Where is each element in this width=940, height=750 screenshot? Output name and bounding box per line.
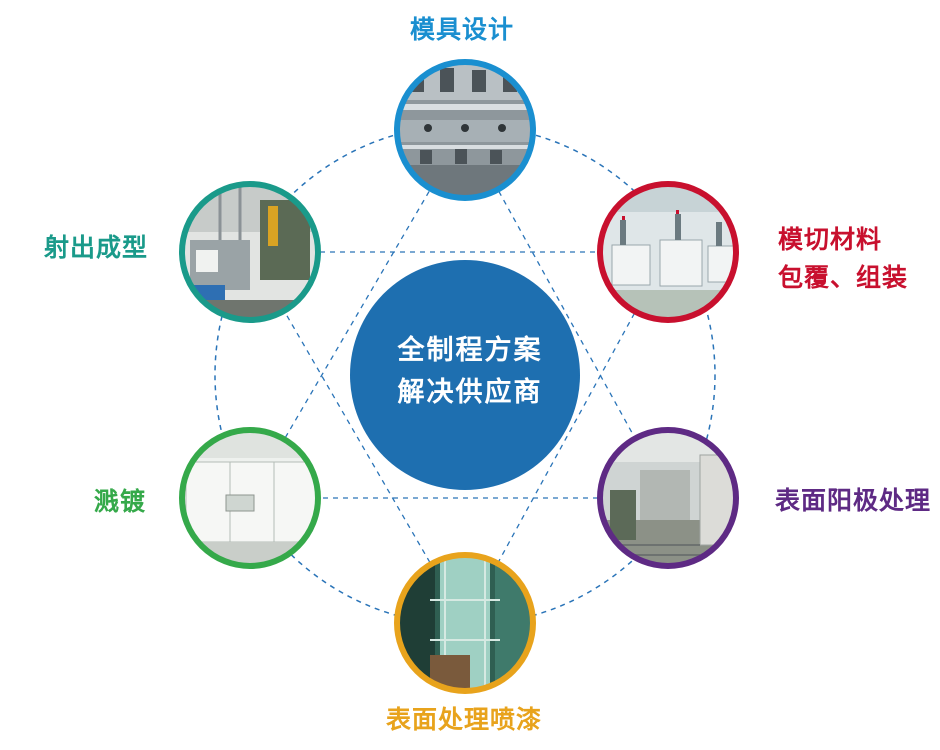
label-die-cut-line1: 模切材料: [778, 225, 883, 254]
center-title-line2: 解决供应商: [397, 377, 543, 408]
label-die-cut-line2: 包覆、组装: [778, 263, 909, 292]
sputtering-machine-photo: [179, 427, 321, 569]
center-title-line1: 全制程方案: [397, 335, 543, 366]
label-die-cut: 模切材料 包覆、组装: [778, 221, 908, 297]
label-anodizing: 表面阳极处理: [775, 486, 932, 515]
label-spray-painting: 表面处理喷漆: [386, 705, 543, 734]
anodizing-line-photo: [597, 427, 739, 569]
spray-booth-photo: [394, 552, 536, 694]
label-mold-design: 模具设计: [410, 15, 515, 44]
die-cut-workshop-photo: [597, 181, 739, 323]
mold-parts-photo: [394, 59, 536, 201]
center-circle: [350, 260, 580, 490]
label-sputtering: 溅镀: [94, 487, 147, 516]
center-title: 全制程方案 解决供应商: [360, 330, 580, 414]
injection-molding-photo: [179, 181, 321, 323]
label-injection-molding: 射出成型: [44, 233, 149, 262]
